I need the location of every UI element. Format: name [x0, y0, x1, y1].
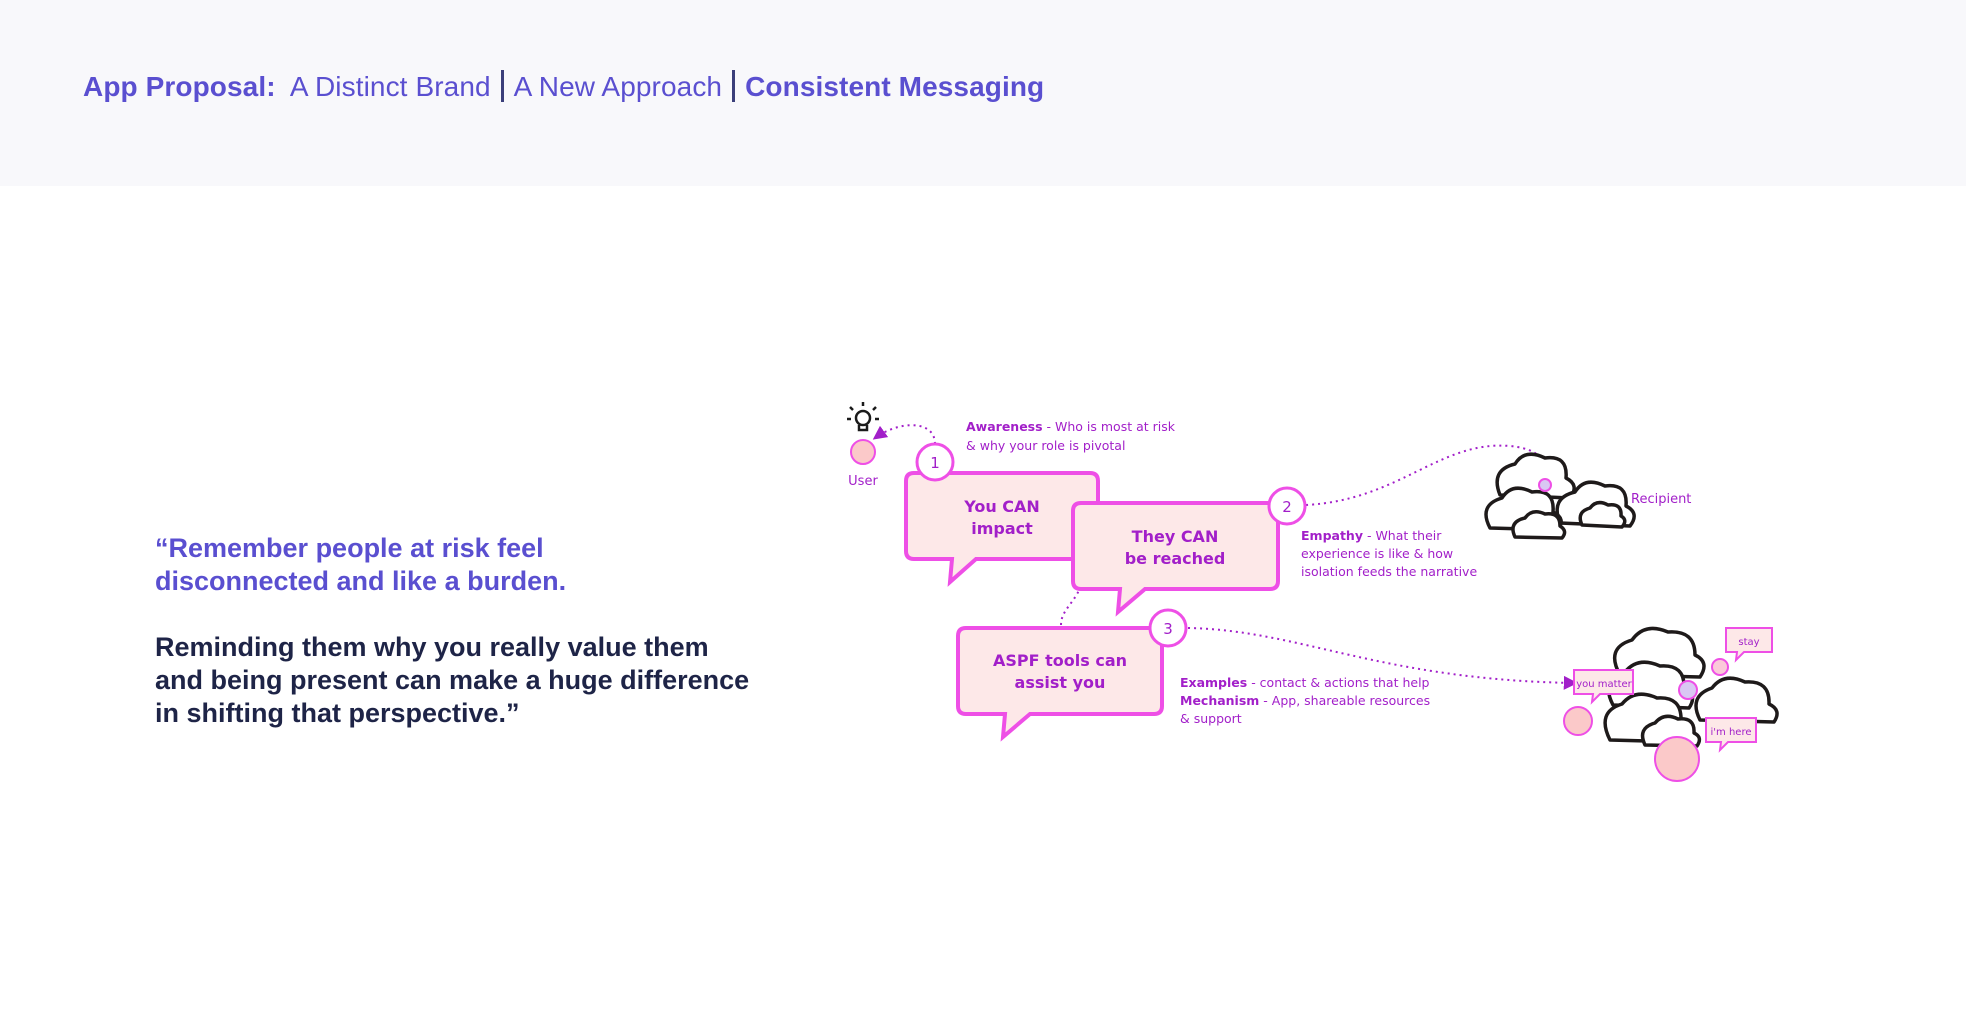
bubble-2-line1: They CAN	[1132, 527, 1219, 546]
speech-bubble-1	[904, 471, 1100, 587]
step-3-marker	[1148, 608, 1188, 648]
awareness-term: Awareness	[966, 419, 1043, 434]
title-item-messaging: Consistent Messaging	[745, 71, 1045, 102]
bubble-1-line2: impact	[971, 519, 1033, 538]
step-1-description: Awareness - Who is most at risk & why yo…	[966, 419, 1179, 453]
recipient-cloud-icon	[1484, 452, 1636, 540]
step-3-number: 3	[1163, 620, 1173, 638]
header-band	[0, 0, 1966, 186]
bubble-3-line1: ASPF tools can	[993, 651, 1127, 670]
quote-body: Reminding them why you really value them…	[155, 632, 750, 728]
empathy-term: Empathy	[1301, 528, 1363, 543]
step-1-number: 1	[930, 454, 940, 472]
awareness-desc-line1: - Who is most at risk	[1043, 419, 1176, 434]
examples-term: Examples	[1180, 675, 1247, 690]
quote-block: “Remember people at risk feel disconnect…	[155, 532, 795, 730]
connector-step3-messages	[1187, 627, 1578, 690]
recipient-label: Recipient	[1631, 492, 1691, 507]
mechanism-desc-line3: & support	[1180, 711, 1242, 726]
lightbulb-icon	[847, 402, 879, 432]
recipient-dot	[1538, 478, 1552, 492]
bubble-1-line1: You CAN	[963, 497, 1040, 516]
message-dot-3	[1563, 706, 1593, 736]
empathy-desc-line2: experience is like & how	[1301, 546, 1453, 561]
empathy-desc-line1: - What their	[1363, 528, 1442, 543]
step-3-description: Examples - contact & actions that help M…	[1180, 675, 1434, 726]
quote-highlight: “Remember people at risk feel disconnect…	[155, 533, 567, 596]
message-tag-im-here: i'm here	[1705, 717, 1757, 753]
bubble-3-line2: assist you	[1015, 673, 1106, 692]
message-tag-stay: stay	[1725, 627, 1773, 663]
awareness-desc-line2: & why your role is pivotal	[966, 438, 1125, 453]
title-separator	[500, 70, 504, 102]
empathy-desc-line3: isolation feeds the narrative	[1301, 564, 1477, 579]
bubble-2-line2: be reached	[1125, 549, 1226, 568]
message-you-matter: you matter	[1576, 679, 1632, 690]
title-label: App Proposal:	[83, 71, 276, 102]
step-2-number: 2	[1282, 498, 1292, 516]
step-2-description: Empathy - What their experience is like …	[1301, 528, 1477, 579]
message-tag-you-matter: you matter	[1573, 669, 1634, 705]
mechanism-term: Mechanism	[1180, 693, 1259, 708]
title-item-approach: A New Approach	[513, 71, 723, 102]
message-dot-1	[1711, 658, 1729, 676]
message-im-here: i'm here	[1711, 727, 1752, 738]
title-item-brand: A Distinct Brand	[289, 71, 491, 102]
step-1-marker	[915, 442, 955, 482]
title-separator	[732, 70, 736, 102]
user-avatar	[850, 439, 876, 465]
connector-step1-user	[872, 424, 936, 445]
message-dot-4	[1654, 736, 1700, 782]
mechanism-desc: - App, shareable resources	[1259, 693, 1430, 708]
message-stay: stay	[1738, 637, 1759, 648]
message-dot-2	[1678, 680, 1698, 700]
page-title: App Proposal: A Distinct Brand A New Appr…	[83, 70, 1044, 103]
message-cloud-icon	[1603, 626, 1779, 748]
user-label: User	[848, 474, 878, 489]
step-2-marker	[1267, 486, 1307, 526]
examples-desc: - contact & actions that help	[1247, 675, 1429, 690]
